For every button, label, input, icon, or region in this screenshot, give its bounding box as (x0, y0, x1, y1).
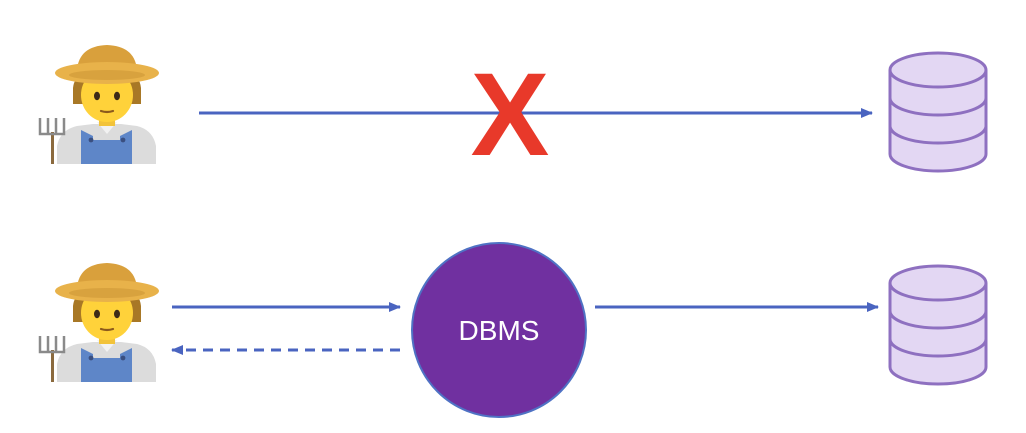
farmer-top-icon (38, 43, 161, 166)
dbms-circle (411, 242, 587, 418)
dbms-label: DBMS (459, 315, 540, 346)
blocked-x-marker: X (471, 49, 550, 181)
database-bottom-icon (888, 264, 988, 386)
database-top-icon (888, 51, 988, 173)
farmer-bottom-icon (38, 261, 161, 384)
dbms-node: DBMS (411, 242, 587, 418)
